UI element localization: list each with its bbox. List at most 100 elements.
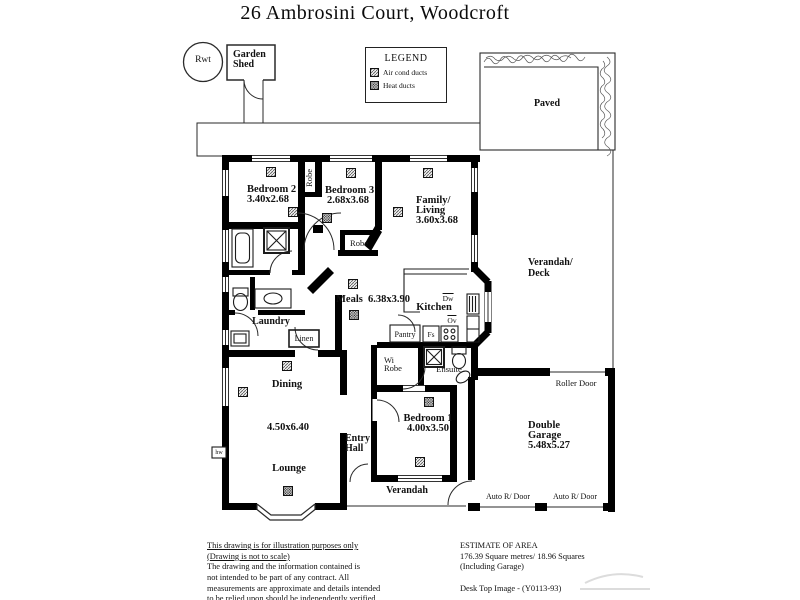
- lounge-label: Lounge: [272, 463, 306, 474]
- toilet-bathroom: [232, 287, 249, 312]
- heat-duct-icon: [424, 397, 434, 407]
- legend-item-air: Air cond ducts: [370, 68, 446, 77]
- page-title: 26 Ambrosini Court, Woodcroft: [240, 2, 510, 24]
- dining-lounge-dims: 4.50x6.40: [267, 422, 309, 433]
- entry-hall-label-line1: Entry: [345, 433, 370, 444]
- air-duct-icon: [415, 457, 425, 467]
- duct-symbols: [238, 167, 434, 496]
- disclaimer-line: This drawing is for illustration purpose…: [207, 541, 359, 550]
- basin-ensuite: [455, 370, 471, 384]
- fridge-appliance: [466, 293, 480, 343]
- watermark-logo: [580, 573, 650, 590]
- robe-bedroom3-label: Robe: [350, 238, 368, 248]
- laundry-trough: [230, 330, 250, 347]
- toilet-ensuite: [451, 346, 467, 370]
- disclaimer-line: to be relied upon should be independentl…: [207, 594, 378, 600]
- credit-line: Desk Top Image - (Y0113-93): [460, 584, 562, 593]
- bedroom1-dims: 4.00x3.50: [407, 423, 449, 434]
- air-duct-icon: [370, 68, 379, 77]
- family-living-dims: 3.60x3.68: [416, 215, 458, 226]
- ensuite-label: Ensuite: [436, 364, 462, 374]
- air-duct-icon: [288, 207, 298, 217]
- linen-label: Linen: [294, 334, 314, 343]
- garage-dims: 5.48x5.27: [528, 440, 570, 451]
- kitchen-label: Kitchen: [416, 302, 452, 313]
- hot-water-label: hw: [215, 450, 223, 456]
- bedroom3-dims: 2.68x3.68: [327, 195, 369, 206]
- air-duct-icon: [423, 168, 433, 178]
- entry-hall-label-line2: Hall: [345, 443, 364, 454]
- bedroom3-label: Bedroom 3: [325, 185, 375, 196]
- legend-item-heat-label: Heat ducts: [383, 81, 415, 90]
- bedroom1-label: Bedroom 1: [403, 413, 453, 424]
- legend: LEGEND Air cond ducts Heat ducts: [365, 47, 447, 103]
- bay-window: [256, 503, 316, 521]
- heat-duct-icon: [322, 213, 332, 223]
- meals-dims: 6.38x3.90: [368, 294, 410, 305]
- windows: [222, 155, 491, 510]
- rwt-label: Rwt: [195, 55, 211, 65]
- disclaimer-line: (Drawing is not to scale): [207, 551, 290, 561]
- walkin-robe-label-line2: Robe: [384, 363, 402, 373]
- auto-roller-door-label-2: Auto R/ Door: [553, 492, 597, 501]
- meals-label: Meals: [336, 294, 363, 305]
- garden-shed-label-line1: Garden: [233, 49, 266, 60]
- cooktop: [440, 325, 459, 343]
- estimate-of-area: ESTIMATE OF AREA 176.39 Square metres/ 1…: [460, 541, 585, 573]
- disclaimer-line: The drawing and the information containe…: [207, 562, 361, 572]
- garden-shed: [226, 44, 276, 81]
- garage-label-line1: Double: [528, 420, 561, 431]
- heat-duct-icon: [349, 310, 359, 320]
- legend-title: LEGEND: [384, 53, 428, 64]
- heat-duct-icon: [283, 486, 293, 496]
- pantry-label: Pantry: [394, 330, 416, 339]
- air-duct-icon: [393, 207, 403, 217]
- family-living-label-line1: Family/: [416, 195, 451, 206]
- fridge-space-box: [422, 325, 440, 343]
- walkin-robe-label-line1: Wi: [384, 355, 395, 365]
- bathtub: [231, 228, 254, 268]
- garden-border: [483, 53, 612, 157]
- disclaimer-line: not intended to be part of any contract.…: [207, 573, 350, 583]
- shed-door-arc: [243, 79, 264, 100]
- rainwater-tank: [182, 41, 224, 83]
- oven-label: Ov: [447, 315, 457, 325]
- estimate-line1: 176.39 Square metres/ 18.96 Squares: [460, 551, 585, 561]
- garden-shed-label-line2: Shed: [233, 59, 255, 70]
- disclaimer-line: measurements are approximate and details…: [207, 583, 381, 593]
- paved-area: [479, 52, 616, 157]
- vanity-bathroom: [254, 288, 292, 309]
- verandah-label: Verandah: [386, 485, 428, 496]
- disclaimer-text: This drawing is for illustration purpose…: [207, 541, 380, 600]
- bedroom2-label: Bedroom 2: [247, 184, 297, 195]
- fixtures: [211, 227, 480, 459]
- shower-bathroom: [263, 227, 290, 254]
- roller-door-label: Roller Door: [555, 378, 597, 388]
- eave-outline: [196, 122, 614, 368]
- thin-lines: [347, 371, 605, 508]
- laundry-label: Laundry: [252, 316, 290, 327]
- linen-cupboard: [288, 329, 320, 348]
- kitchen-bench: [403, 268, 469, 313]
- fridge-space-label: Fs: [427, 330, 435, 339]
- auto-roller-door-label-1: Auto R/ Door: [486, 492, 530, 501]
- robe-bedroom2-label: Robe: [303, 169, 314, 187]
- dishwasher-label: Dw: [442, 293, 454, 303]
- air-duct-icon: [238, 387, 248, 397]
- hot-water-unit: [211, 446, 227, 459]
- estimate-line2: (Including Garage): [460, 562, 524, 572]
- paved-label: Paved: [533, 98, 561, 109]
- dining-label: Dining: [271, 379, 303, 390]
- air-duct-icon: [348, 279, 358, 289]
- pantry-cupboard: [389, 324, 421, 343]
- air-duct-icon: [266, 167, 276, 177]
- family-living-label-line2: Living: [416, 205, 446, 216]
- heat-duct-icon: [370, 81, 379, 90]
- legend-item-air-label: Air cond ducts: [383, 68, 428, 77]
- garage-label-line2: Garage: [528, 430, 562, 441]
- verandah-deck-label-line2: Deck: [528, 268, 550, 279]
- air-duct-icon: [346, 168, 356, 178]
- shower-ensuite: [423, 346, 445, 368]
